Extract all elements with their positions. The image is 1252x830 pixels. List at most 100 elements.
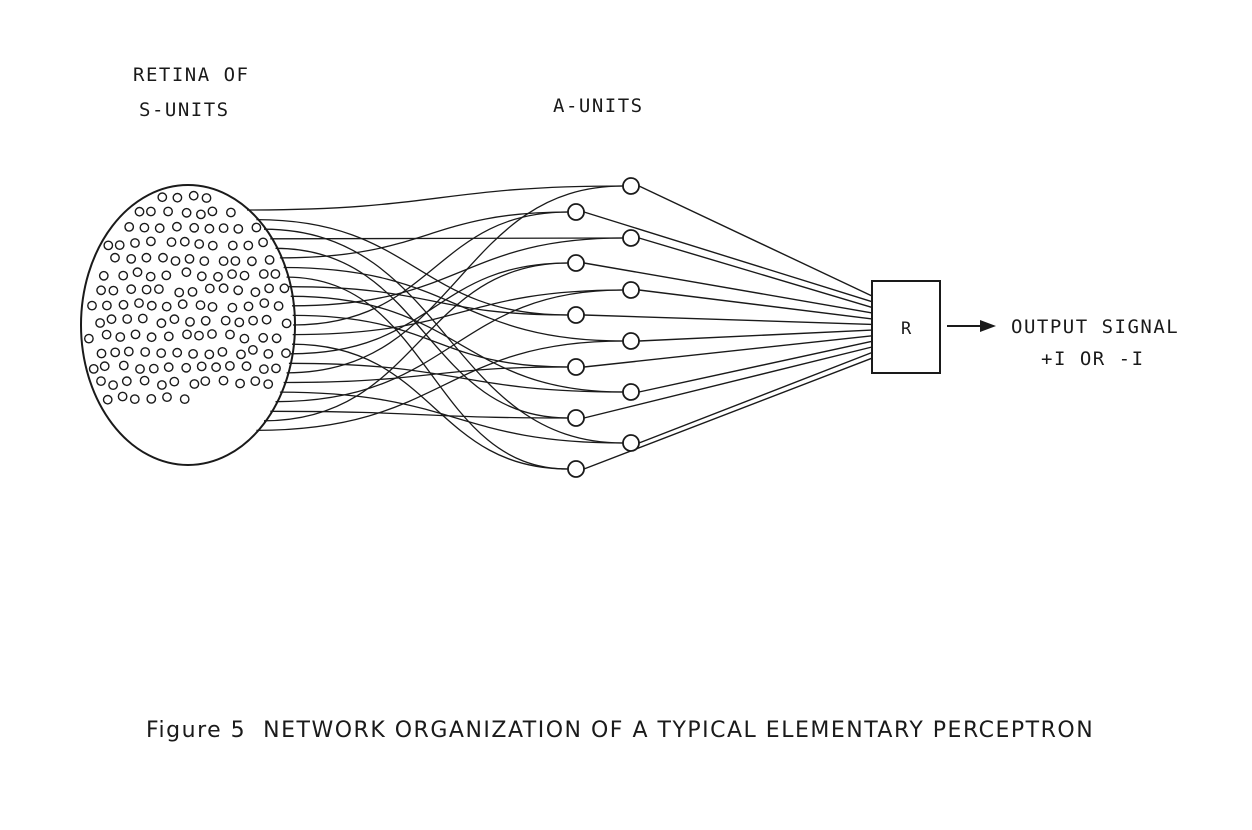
s-unit bbox=[137, 313, 148, 324]
s-unit bbox=[227, 269, 238, 279]
s-unit bbox=[185, 316, 195, 327]
s-unit bbox=[154, 223, 165, 234]
s-unit bbox=[224, 360, 235, 371]
a-to-r-connection bbox=[638, 237, 873, 309]
s-unit bbox=[264, 283, 274, 294]
s-unit bbox=[118, 270, 129, 281]
s-to-a-connection bbox=[275, 247, 569, 419]
s-to-a-connection bbox=[292, 314, 569, 368]
s-unit bbox=[218, 223, 229, 234]
s-unit bbox=[141, 252, 152, 263]
s-unit bbox=[114, 240, 125, 251]
s-to-a-connection bbox=[291, 343, 569, 470]
s-unit bbox=[271, 333, 282, 344]
s-to-a-connection bbox=[246, 185, 624, 211]
s-unit bbox=[200, 315, 211, 326]
s-unit bbox=[246, 256, 257, 267]
s-to-a-connection bbox=[256, 218, 569, 316]
s-unit bbox=[121, 376, 132, 387]
s-unit bbox=[102, 300, 112, 311]
s-unit bbox=[235, 378, 246, 389]
a-unit bbox=[622, 177, 640, 195]
s-unit bbox=[126, 253, 137, 264]
s-unit bbox=[207, 301, 218, 312]
s-unit bbox=[213, 271, 223, 282]
s-unit bbox=[135, 364, 145, 374]
retina-label-line1: RETINA OF bbox=[133, 64, 250, 86]
s-unit bbox=[98, 270, 109, 281]
a-unit bbox=[567, 306, 585, 324]
s-unit bbox=[84, 333, 94, 344]
s-unit bbox=[123, 346, 134, 357]
s-unit bbox=[148, 363, 159, 374]
s-unit bbox=[134, 206, 145, 217]
s-unit bbox=[258, 364, 269, 374]
s-unit bbox=[139, 375, 150, 386]
s-unit bbox=[140, 347, 151, 357]
s-to-a-connection bbox=[288, 362, 624, 393]
s-unit bbox=[281, 318, 292, 329]
s-unit bbox=[177, 299, 188, 310]
s-unit bbox=[204, 223, 215, 234]
s-unit bbox=[158, 252, 168, 263]
caption-title: NETWORK ORGANIZATION OF A TYPICAL ELEMEN… bbox=[263, 718, 1095, 743]
s-unit bbox=[146, 300, 157, 311]
s-unit bbox=[122, 314, 133, 324]
a-unit bbox=[622, 229, 640, 247]
s-unit bbox=[261, 314, 272, 325]
s-unit bbox=[188, 190, 199, 201]
response-unit: R bbox=[871, 280, 941, 374]
s-to-a-connection bbox=[288, 286, 569, 316]
retina-boundary bbox=[80, 184, 296, 466]
s-to-a-connection bbox=[283, 266, 624, 342]
s-unit bbox=[204, 349, 215, 360]
s-unit bbox=[117, 391, 128, 402]
a-unit bbox=[567, 254, 585, 272]
s-to-a-connection bbox=[291, 237, 624, 307]
s-unit bbox=[273, 301, 284, 311]
s-unit bbox=[161, 270, 172, 281]
a-to-r-connection bbox=[583, 262, 873, 314]
s-unit bbox=[156, 318, 167, 329]
s-unit bbox=[169, 314, 180, 325]
caption-number: Figure 5 bbox=[146, 718, 247, 743]
s-to-a-connection bbox=[256, 340, 624, 432]
s-unit bbox=[227, 240, 238, 251]
response-unit-label: R bbox=[901, 319, 912, 339]
s-unit bbox=[101, 329, 112, 340]
a-unit bbox=[567, 203, 585, 221]
s-unit bbox=[236, 349, 246, 360]
s-to-a-connection bbox=[263, 262, 569, 422]
s-unit bbox=[163, 362, 174, 373]
s-unit bbox=[218, 283, 229, 294]
a-unit bbox=[567, 460, 585, 478]
s-unit bbox=[247, 344, 258, 355]
s-unit bbox=[99, 361, 110, 372]
s-to-a-connection bbox=[279, 211, 569, 259]
s-unit bbox=[225, 329, 235, 340]
s-unit bbox=[270, 269, 281, 279]
s-unit bbox=[271, 363, 281, 374]
s-unit bbox=[103, 240, 114, 251]
s-unit bbox=[207, 206, 218, 217]
s-unit bbox=[153, 284, 164, 294]
s-unit bbox=[204, 283, 215, 294]
s-to-a-connection bbox=[292, 211, 569, 326]
output-arrow bbox=[947, 320, 996, 332]
s-units-group bbox=[84, 190, 292, 405]
s-unit bbox=[189, 379, 200, 389]
s-unit bbox=[188, 348, 199, 359]
a-to-r-connection bbox=[638, 329, 873, 342]
s-unit bbox=[130, 238, 140, 248]
s-unit bbox=[172, 347, 183, 358]
s-unit bbox=[258, 269, 269, 279]
s-unit bbox=[126, 284, 137, 295]
s-unit bbox=[248, 315, 259, 326]
retina-label-line2: S-UNITS bbox=[139, 99, 230, 121]
s-unit bbox=[217, 346, 228, 357]
s-unit bbox=[179, 236, 190, 247]
s-unit bbox=[243, 301, 254, 312]
s-unit bbox=[199, 256, 210, 266]
s-unit bbox=[156, 348, 167, 358]
